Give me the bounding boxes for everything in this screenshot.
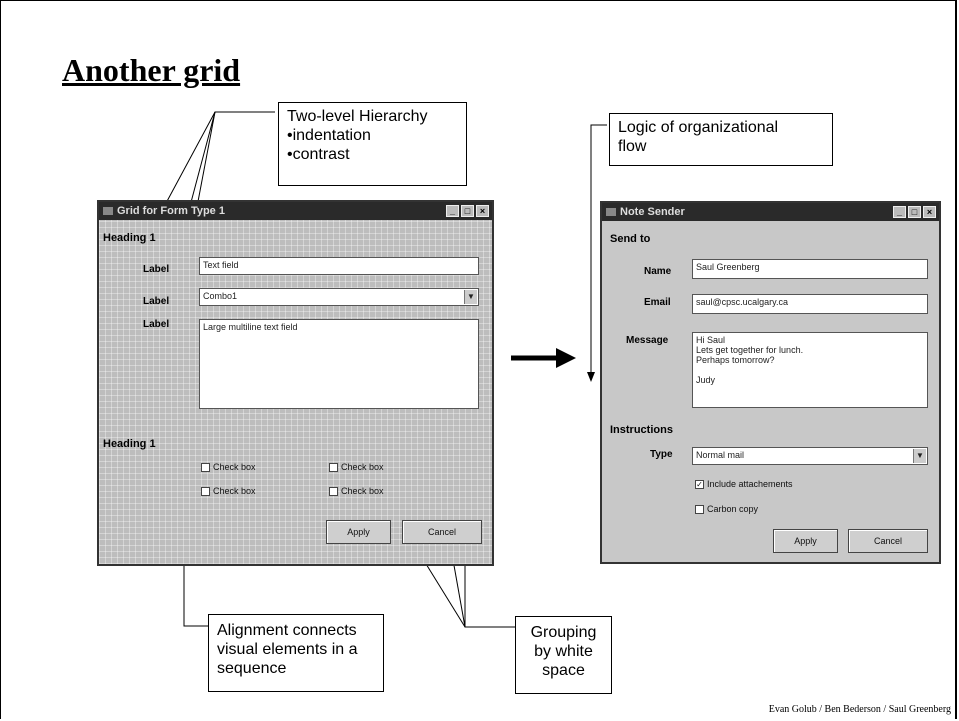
grid-heading-1: Heading 1 xyxy=(103,232,156,244)
check-icon: ✓ xyxy=(695,479,704,489)
message-line-3: Perhaps tomorrow? xyxy=(696,355,775,365)
message-label: Message xyxy=(626,335,669,346)
grid-canvas: Heading 1 Label Label Label Text field C… xyxy=(99,220,492,564)
grid-text-field[interactable]: Text field xyxy=(199,257,479,275)
minimize-icon[interactable]: _ xyxy=(893,206,906,218)
maximize-icon[interactable]: □ xyxy=(908,206,921,218)
message-line-2: Lets get together for lunch. xyxy=(696,345,804,355)
grid-combo[interactable]: Combo1 ▼ xyxy=(199,288,479,306)
send-to-heading: Send to xyxy=(610,233,651,245)
message-line-5: Judy xyxy=(696,375,716,385)
callout-grouping-line-2: by white xyxy=(534,643,593,660)
callout-alignment: Alignment connects visual elements in a … xyxy=(208,614,384,692)
callout-grouping-line-1: Grouping xyxy=(530,624,597,641)
callout-hierarchy-line-1: Two-level Hierarchy xyxy=(287,108,428,125)
note-window-titlebar: Note Sender _ □ × xyxy=(602,203,939,221)
callout-alignment-line-1: Alignment connects xyxy=(217,622,357,639)
name-field-value: Saul Greenberg xyxy=(696,262,760,272)
type-select-value: Normal mail xyxy=(696,450,745,460)
callout-alignment-line-2: visual elements in a xyxy=(217,641,358,658)
message-field[interactable]: Hi Saul Lets get together for lunch. Per… xyxy=(692,332,928,408)
email-field-value: saul@cpsc.ucalgary.ca xyxy=(696,297,789,307)
grid-heading-2: Heading 1 xyxy=(103,438,156,450)
grid-label-1: Label xyxy=(143,264,170,275)
callout-hierarchy-line-3: •contrast xyxy=(287,146,350,163)
window-icon xyxy=(103,207,113,215)
callout-hierarchy-line-2: •indentation xyxy=(287,127,371,144)
callout-logic: Logic of organizational flow xyxy=(609,113,833,166)
grid-window-titlebar: Grid for Form Type 1 _ □ × xyxy=(99,202,492,220)
type-label: Type xyxy=(650,449,673,460)
callout-grouping-line-3: space xyxy=(542,662,585,679)
grid-window-title: Grid for Form Type 1 xyxy=(117,205,225,217)
carbon-copy-label: Carbon copy xyxy=(707,504,759,514)
maximize-icon[interactable]: □ xyxy=(461,205,474,217)
grid-checkbox-3[interactable]: Check box xyxy=(329,462,384,472)
type-select[interactable]: Normal mail ▼ xyxy=(692,447,928,465)
minimize-icon[interactable]: _ xyxy=(446,205,459,217)
grid-form-window: Grid for Form Type 1 _ □ × Heading 1 Lab… xyxy=(97,200,494,566)
callout-hierarchy: Two-level Hierarchy •indentation •contra… xyxy=(278,102,467,186)
close-icon[interactable]: × xyxy=(476,205,489,217)
credit-line: Evan Golub / Ben Bederson / Saul Greenbe… xyxy=(768,704,951,715)
slide-title: Another grid xyxy=(62,52,241,88)
callout-logic-line-2: flow xyxy=(618,138,647,155)
include-attachments-label: Include attachements xyxy=(707,479,793,489)
instructions-heading: Instructions xyxy=(610,424,673,436)
callout-logic-line-1: Logic of organizational xyxy=(618,119,779,136)
grid-combo-value: Combo1 xyxy=(203,291,238,301)
grid-cancel-button[interactable]: Cancel xyxy=(402,520,482,544)
note-apply-button[interactable]: Apply xyxy=(773,529,838,553)
window-icon xyxy=(606,208,616,216)
grid-checkbox-1[interactable]: Check box xyxy=(201,462,256,472)
chevron-down-icon[interactable]: ▼ xyxy=(464,290,477,304)
grid-text-field-value: Text field xyxy=(203,260,239,270)
name-label: Name xyxy=(644,266,672,277)
grid-multiline-value: Large multiline text field xyxy=(203,322,298,332)
include-attachments-checkbox[interactable]: ✓ Include attachements xyxy=(695,479,793,489)
grid-checkbox-4[interactable]: Check box xyxy=(329,486,384,496)
email-field[interactable]: saul@cpsc.ucalgary.ca xyxy=(692,294,928,314)
note-window-body: Send to Name Saul Greenberg Email saul@c… xyxy=(602,221,939,562)
grid-apply-button[interactable]: Apply xyxy=(326,520,391,544)
message-line-1: Hi Saul xyxy=(696,335,726,345)
grid-label-2: Label xyxy=(143,296,170,307)
note-cancel-button[interactable]: Cancel xyxy=(848,529,928,553)
grid-checkbox-2[interactable]: Check box xyxy=(201,486,256,496)
chevron-down-icon[interactable]: ▼ xyxy=(913,449,926,463)
callout-grouping: Grouping by white space xyxy=(515,616,612,694)
message-line-4 xyxy=(696,365,924,375)
close-icon[interactable]: × xyxy=(923,206,936,218)
grid-label-3: Label xyxy=(143,319,170,330)
carbon-copy-checkbox[interactable]: Carbon copy xyxy=(695,504,758,514)
email-label: Email xyxy=(644,297,671,308)
note-window-title: Note Sender xyxy=(620,206,685,218)
grid-multiline-field[interactable]: Large multiline text field xyxy=(199,319,479,409)
callout-alignment-line-3: sequence xyxy=(217,660,287,677)
name-field[interactable]: Saul Greenberg xyxy=(692,259,928,279)
note-sender-window: Note Sender _ □ × Send to Name Saul Gree… xyxy=(600,201,941,564)
